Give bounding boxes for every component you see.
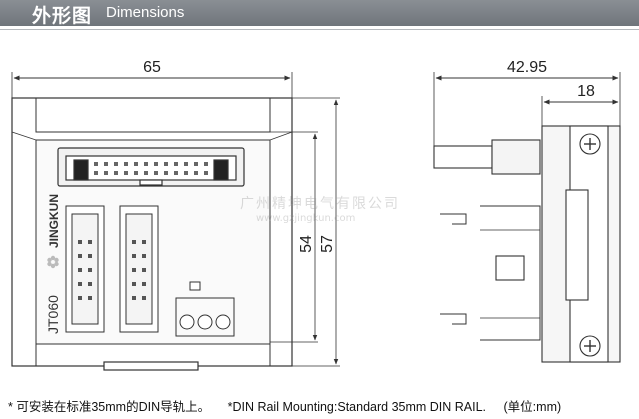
header-pin [194, 162, 198, 166]
idc-header-pins [94, 162, 208, 175]
terminal-pin [78, 268, 82, 272]
section-header: 外形图 Dimensions [0, 0, 639, 27]
header-pin [114, 162, 118, 166]
header-pin [134, 171, 138, 175]
terminal-pin [132, 268, 136, 272]
header-pin [144, 171, 148, 175]
header-pin [164, 162, 168, 166]
header-title-en: Dimensions [106, 4, 185, 21]
terminal-pin [88, 296, 92, 300]
header-pin [124, 171, 128, 175]
screw-1 [179, 314, 195, 330]
header-pin [154, 162, 158, 166]
header-pin [164, 171, 168, 175]
terminal-pin [78, 282, 82, 286]
inner-height-label: 54 [298, 235, 315, 253]
header-pin [94, 171, 98, 175]
power-led [189, 281, 201, 291]
header-pin [194, 171, 198, 175]
dimension-drawing: JINGKUN JT060 [11, 59, 621, 371]
header-pin [204, 162, 208, 166]
header-pin [144, 162, 148, 166]
terminal-pin [88, 240, 92, 244]
header-pin [184, 162, 188, 166]
terminal-pin [88, 268, 92, 272]
footer-notes: * 可安装在标准35mm的DIN导轨上。 *DIN Rail Mounting:… [8, 396, 575, 415]
header-pin [94, 162, 98, 166]
header-pin [134, 162, 138, 166]
terminal-pin [142, 296, 146, 300]
header-pin [104, 162, 108, 166]
terminal-pin [78, 240, 82, 244]
header-pin [184, 171, 188, 175]
din-rail-clip [495, 255, 525, 281]
brand-logo-icon [47, 255, 59, 269]
terminal-pin [132, 282, 136, 286]
header-pin [124, 162, 128, 166]
terminal-pin [78, 254, 82, 258]
width-label: 65 [143, 59, 161, 76]
brand-label: JINGKUN [47, 194, 61, 248]
footer-note-cn: * 可安装在标准35mm的DIN导轨上。 [8, 400, 211, 414]
terminal-pin [142, 268, 146, 272]
terminal-pin [142, 282, 146, 286]
footer-note-en: *DIN Rail Mounting:Standard 35mm DIN RAI… [227, 400, 487, 414]
screw-3 [215, 314, 231, 330]
header-pin [174, 162, 178, 166]
terminal-pin [132, 254, 136, 258]
header-pin [114, 171, 118, 175]
terminal-pin [78, 296, 82, 300]
screw-2 [197, 314, 213, 330]
footer-unit: (单位:mm) [503, 400, 562, 414]
terminal-pin [132, 240, 136, 244]
ribbon-cable [433, 145, 493, 169]
model-label: JT060 [45, 295, 61, 334]
terminal-pin [142, 240, 146, 244]
depth-label: 42.95 [507, 59, 547, 76]
header-divider [0, 29, 639, 30]
watermark-url: www.gzjingkun.com [256, 213, 356, 224]
din-clip-bottom [103, 361, 199, 371]
terminal-pin [88, 282, 92, 286]
side-view [433, 72, 621, 363]
watermark-company: 广州精坤电气有限公司 [240, 196, 400, 212]
header-title-cn: 外形图 [32, 5, 93, 27]
terminal-pin [132, 296, 136, 300]
height-label: 57 [319, 235, 336, 253]
terminal-pin [142, 254, 146, 258]
header-pin [154, 171, 158, 175]
header-pin [104, 171, 108, 175]
inner-depth-label: 18 [577, 83, 595, 100]
header-pin [174, 171, 178, 175]
terminal-pin [88, 254, 92, 258]
terminal-pins [78, 240, 146, 300]
header-pin [204, 171, 208, 175]
